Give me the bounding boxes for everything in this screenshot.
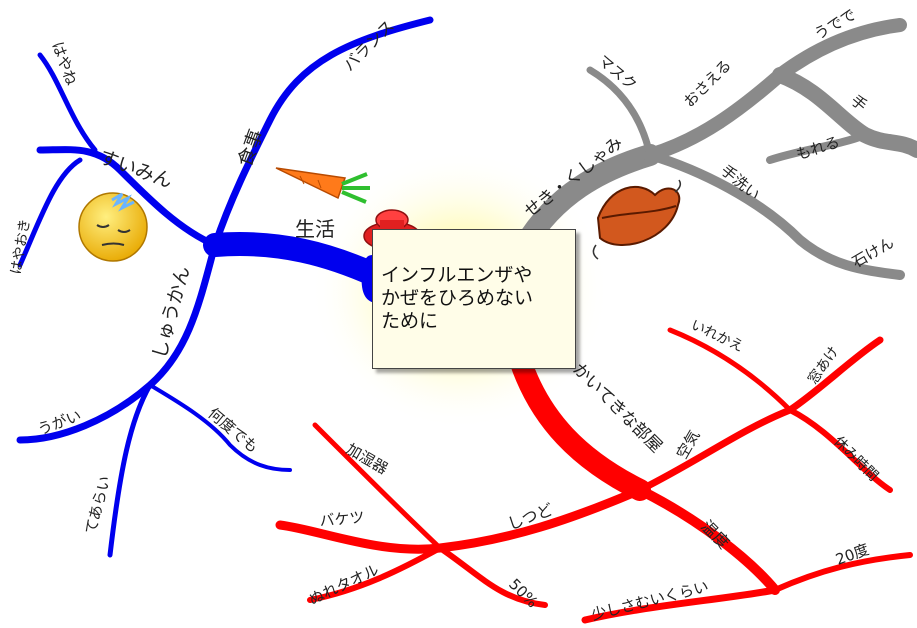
label-bucket: バケツ — [319, 508, 365, 530]
sleeping-face-icon — [78, 192, 148, 262]
label-replace: いれかえ — [688, 317, 746, 355]
lips-icon — [592, 179, 682, 260]
label-habits: しゅうかん — [149, 264, 195, 361]
central-topic[interactable]: インフルエンザや かぜをひろめない ために — [372, 229, 576, 369]
branch-cough — [514, 18, 917, 280]
label-life: 生活 — [295, 217, 335, 241]
central-topic-line-3: ために — [381, 310, 439, 332]
label-cover: おさえる — [680, 56, 735, 111]
label-handwash: てあらい — [81, 474, 114, 536]
label-soap: 石けん — [849, 233, 897, 271]
carrot-icon — [275, 167, 370, 204]
label-meal: 食事 — [234, 126, 268, 169]
label-humidifier: 加湿器 — [343, 440, 391, 478]
central-topic-line-1: インフルエンザや — [381, 264, 533, 286]
central-topic-line-2: かぜをひろめない — [381, 287, 534, 309]
label-break-time: 休み時間 — [830, 434, 881, 485]
branch-life — [16, 16, 434, 558]
label-hand: 手 — [847, 91, 870, 114]
branch-room — [275, 327, 913, 624]
label-leak: もれる — [794, 133, 842, 164]
